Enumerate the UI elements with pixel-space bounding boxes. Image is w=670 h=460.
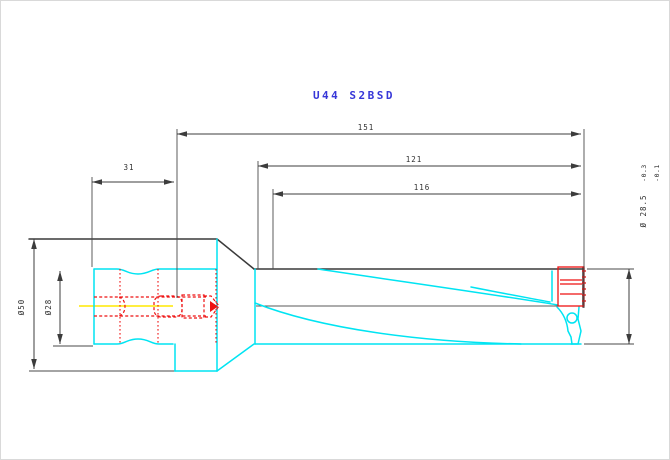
dimension-151: 151 — [176, 123, 585, 308]
dimension-dia50: Ø50 — [17, 239, 37, 369]
dim-116-label: 116 — [414, 183, 431, 192]
dim-dia28-label: Ø28 — [44, 299, 53, 316]
dim-121-label: 121 — [406, 155, 423, 164]
hidden-detail-red — [94, 269, 220, 344]
dim-31-label: 31 — [123, 163, 134, 172]
dim-dia28-5-tol-lower: -0.1 — [653, 164, 661, 182]
dimension-116: 116 — [272, 183, 581, 269]
drawing-title: U44 S2BSD — [313, 89, 395, 102]
dimension-dia28: Ø28 — [44, 271, 93, 347]
cutting-insert-red — [557, 266, 586, 307]
tool-profile-black — [28, 238, 585, 372]
dim-dia28-5-label: Ø 28.5 — [639, 194, 648, 227]
tool-profile-cyan — [93, 238, 582, 372]
dimension-31: 31 — [91, 163, 174, 267]
dimension-121: 121 — [257, 155, 581, 269]
dim-151-label: 151 — [358, 123, 375, 132]
dim-dia28-5-tol-upper: -0.3 — [640, 164, 648, 182]
dimension-dia28-5: Ø 28.5 -0.3 -0.1 — [584, 164, 661, 345]
dim-dia50-label: Ø50 — [17, 299, 26, 316]
